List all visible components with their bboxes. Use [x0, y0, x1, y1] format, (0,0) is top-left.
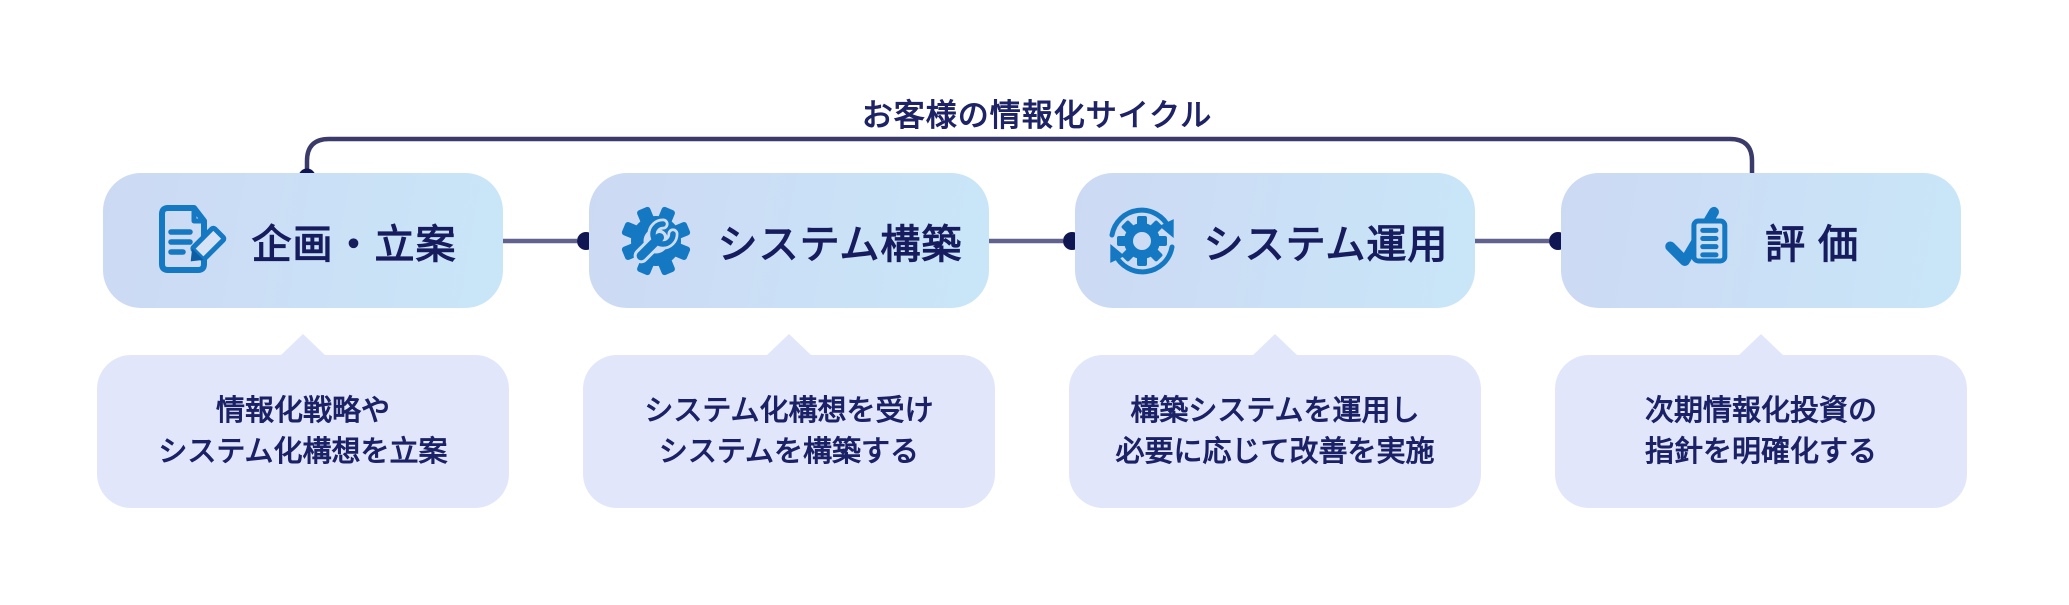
step-label: 評 価 — [1764, 222, 1860, 267]
step-box-build: システム構築 — [589, 173, 989, 308]
step-box-evaluation: 評 価 — [1561, 173, 1961, 308]
cycle-title: お客様の情報化サイクル — [861, 98, 1213, 133]
step-label: 企画・立案 — [251, 222, 457, 267]
gear-cycle-icon — [1102, 199, 1182, 283]
step-label: システム構築 — [717, 222, 963, 267]
cycle-line — [304, 136, 1755, 180]
description-box-evaluation: 次期情報化投資の 指針を明確化する — [1555, 334, 1967, 508]
description-box-operation: 構築システムを運用し 必要に応じて改善を実施 — [1069, 334, 1481, 508]
description-box-build: システム化構想を受け システムを構築する — [583, 334, 995, 508]
description-line: 指針を明確化する — [1644, 435, 1877, 468]
description-line: システム化構想を立案 — [158, 435, 448, 468]
step-box-planning: 企画・立案 — [103, 173, 503, 308]
speech-tail — [1252, 334, 1298, 356]
description-line: システム化構想を受け — [644, 394, 934, 427]
check-document-icon — [1663, 199, 1743, 283]
step-label: システム運用 — [1203, 222, 1449, 267]
speech-tail — [1738, 334, 1784, 356]
description-line: 必要に応じて改善を実施 — [1115, 435, 1435, 468]
description-line: システムを構築する — [658, 435, 920, 468]
description-line: 情報化戦略や — [215, 394, 390, 427]
gear-wrench-icon — [616, 199, 696, 283]
speech-tail — [766, 334, 812, 356]
speech-tail — [280, 334, 326, 356]
step-box-operation: システム運用 — [1075, 173, 1475, 308]
description-line: 次期情報化投資の — [1644, 394, 1877, 427]
document-edit-icon — [150, 199, 230, 283]
description-box-planning: 情報化戦略や システム化構想を立案 — [97, 334, 509, 508]
description-line: 構築システムを運用し — [1130, 394, 1420, 427]
